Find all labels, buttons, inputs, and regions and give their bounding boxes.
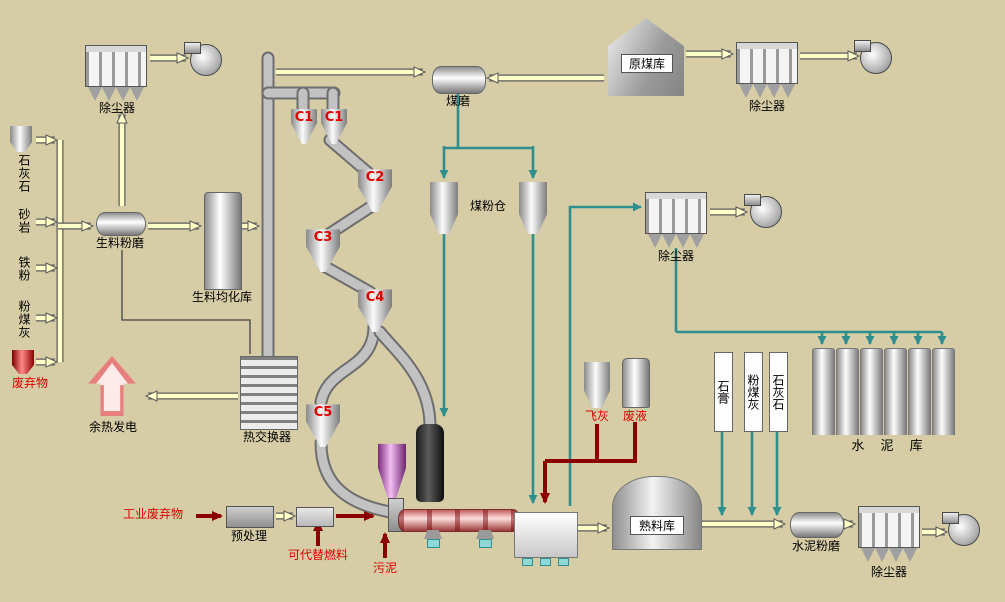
- fan-outlet: [854, 40, 871, 52]
- rotary-kiln: [398, 509, 520, 532]
- dust-collector-top-left: [85, 45, 147, 101]
- fuel-feeder-unit: [296, 507, 334, 527]
- dust-collector-hoppers: [736, 84, 798, 98]
- pretreatment-unit: [226, 506, 274, 528]
- raw-coal-store-label: 原煤库: [621, 54, 673, 73]
- cement-silo-label: 水 泥 库: [851, 439, 929, 454]
- dust-collector-hoppers: [645, 234, 707, 248]
- coal-powder-silo-label: 煤粉仓: [469, 199, 506, 213]
- fan-icon-mid-right: [744, 194, 782, 228]
- heat-exchanger-label: 热交换器: [242, 430, 291, 444]
- cement-silo-3: [860, 348, 883, 435]
- dust-collector-top-left-label: 除尘器: [98, 101, 135, 115]
- dust-collector-hoppers: [85, 87, 147, 101]
- fan-outlet: [184, 42, 201, 54]
- dust-collector-body: [645, 192, 707, 234]
- waste-heat-power-label: 余热发电: [88, 420, 137, 434]
- cyclone-c4-label: C4: [365, 290, 385, 305]
- homogenizing-silo: [204, 192, 242, 290]
- raw-mill-label: 生料粉磨: [95, 236, 144, 250]
- kiln-roller: [479, 539, 492, 548]
- cement-mill-label: 水泥粉磨: [791, 539, 840, 553]
- dust-collector-top-right-label: 除尘器: [748, 99, 785, 113]
- heat-exchanger: [240, 356, 298, 430]
- coal-mill: [432, 66, 486, 94]
- dust-collector-body: [736, 42, 798, 84]
- fan-icon-top-left: [184, 42, 222, 76]
- fly-ash-raw-label: 粉煤灰: [17, 300, 31, 339]
- dust-collector-top-right: [736, 42, 798, 98]
- homogenizing-silo-label: 生料均化库: [191, 290, 252, 304]
- dust-collector-mid-right: [645, 192, 707, 248]
- dust-collector-body: [858, 506, 920, 548]
- fan-outlet: [744, 194, 761, 206]
- cyclone-c3-label: C3: [313, 230, 333, 245]
- sludge-label: 污泥: [372, 561, 397, 575]
- industrial-waste-label: 工业废弃物: [122, 507, 183, 521]
- limestone-silo-icon: [10, 126, 32, 152]
- iron-powder-label: 铁粉: [17, 256, 31, 282]
- gypsum-bin: 石膏: [714, 352, 733, 432]
- pretreatment-label: 预处理: [230, 529, 267, 543]
- kiln-support: [476, 530, 494, 539]
- cement-silo-5: [908, 348, 931, 435]
- calciner-vessel: [416, 424, 444, 502]
- cement-mill: [790, 512, 844, 538]
- raw-mill: [96, 212, 146, 236]
- dust-collector-mid-right-label: 除尘器: [657, 249, 694, 263]
- dust-collector-hoppers: [858, 548, 920, 562]
- coal-mill-label: 煤磨: [445, 94, 470, 108]
- dust-collector-bottom-right-label: 除尘器: [870, 565, 907, 579]
- clinker-cooler: [514, 512, 578, 558]
- kiln-roller: [427, 539, 440, 548]
- kiln-support: [424, 530, 442, 539]
- fly-ash-injection-label: 飞灰: [584, 409, 609, 423]
- alternative-fuel-label: 可代替燃料: [287, 548, 348, 562]
- waste-silo-icon: [12, 350, 34, 374]
- cement-silo-4: [884, 348, 907, 435]
- cyclone-c1a-label: C1: [294, 110, 314, 125]
- waste-label: 废弃物: [11, 376, 48, 390]
- fan-icon-bottom-right: [942, 512, 980, 546]
- limestone-additive-bin: 石灰石: [769, 352, 788, 432]
- cyclone-c5-label: C5: [313, 405, 333, 420]
- cooler-wheel: [540, 558, 551, 566]
- waste-liquid-tank-icon: [622, 358, 650, 408]
- sandstone-label: 砂岩: [17, 208, 31, 234]
- cyclone-c2-label: C2: [365, 170, 385, 185]
- fan-body: [860, 42, 892, 74]
- fan-outlet: [942, 512, 959, 524]
- dust-collector-body: [85, 45, 147, 87]
- cement-silo-2: [836, 348, 859, 435]
- fly-ash-additive-bin: 粉煤灰: [744, 352, 763, 432]
- dust-collector-bottom-right: [858, 506, 920, 562]
- clinker-silo-label: 熟料库: [630, 516, 684, 535]
- cement-silo-1: [812, 348, 835, 435]
- cyclone-c1b-label: C1: [324, 110, 344, 125]
- cement-silo-6: [932, 348, 955, 435]
- fan-icon-top-right: [854, 40, 892, 74]
- limestone-label: 石灰石: [17, 154, 31, 193]
- clinker-silo: [612, 476, 702, 550]
- cooler-wheel: [558, 558, 569, 566]
- cooler-wheel: [522, 558, 533, 566]
- waste-liquid-label: 废液: [622, 409, 647, 423]
